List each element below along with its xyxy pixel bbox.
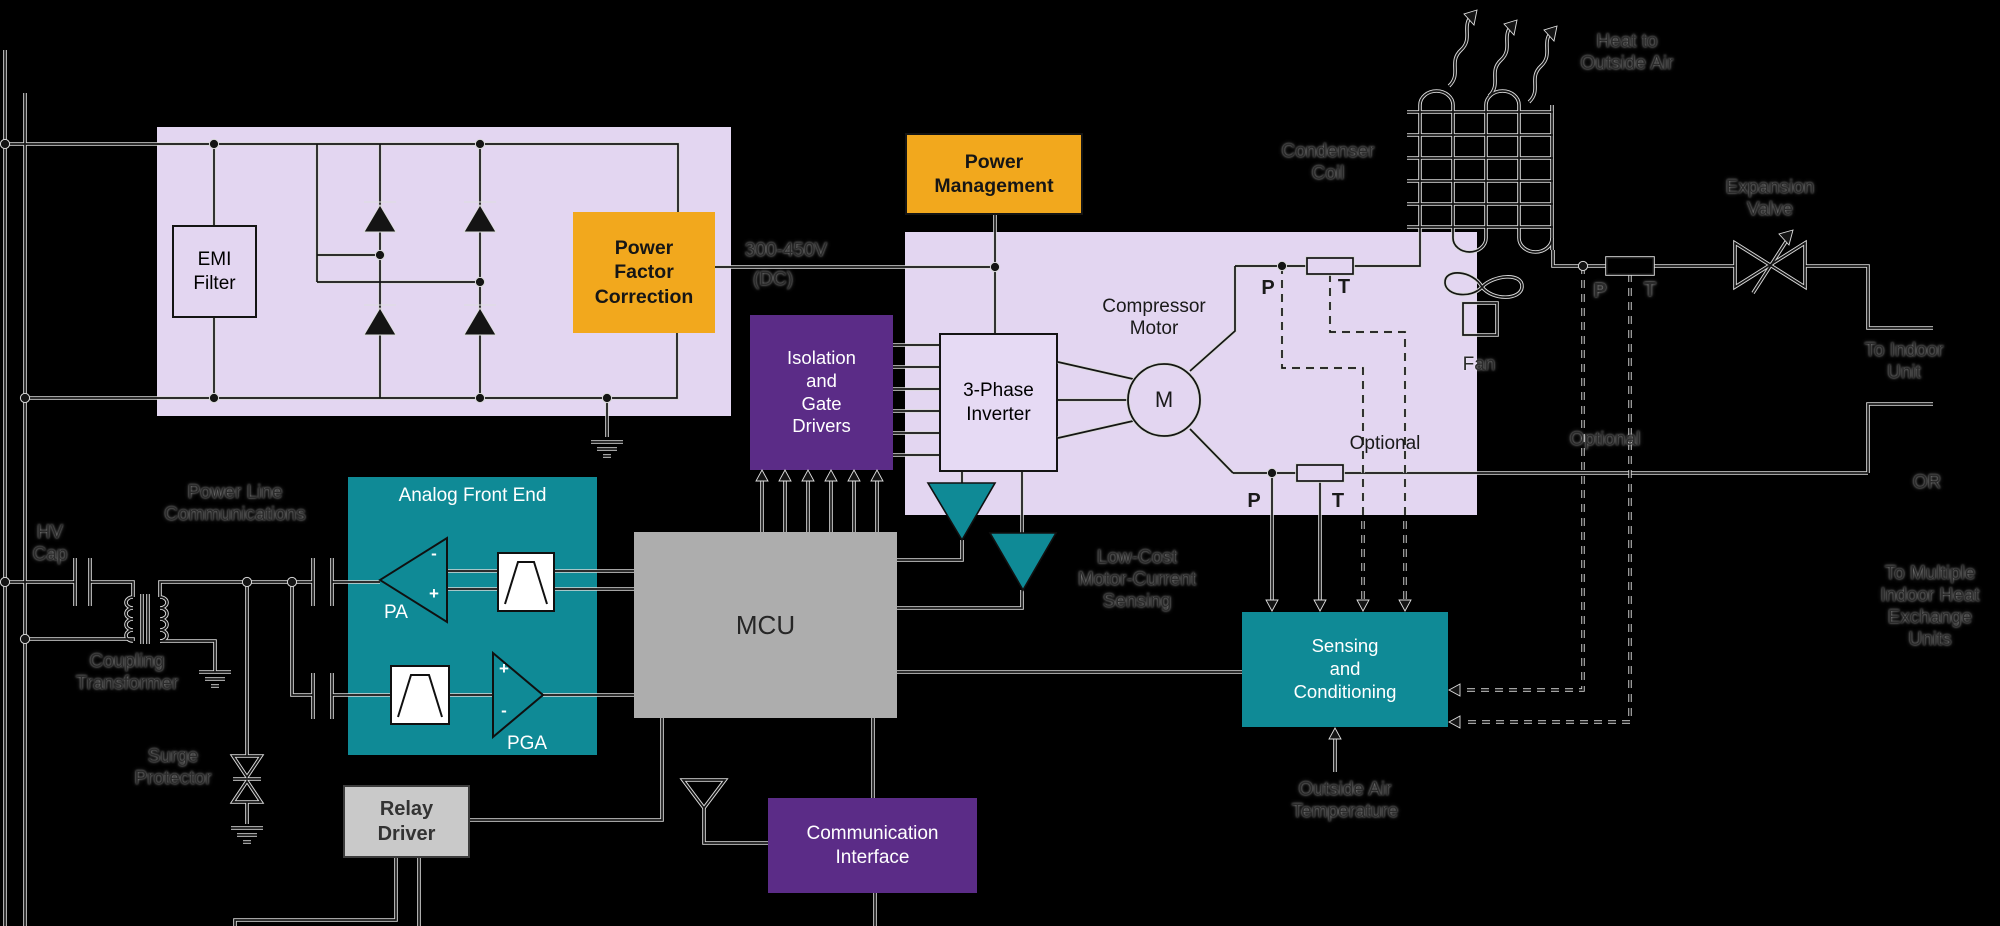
emi-filter-block: EMI Filter [172, 225, 257, 318]
afe-filter1-box [497, 552, 555, 612]
or-label: OR [1912, 472, 1942, 493]
sensor-t-label: T [1331, 490, 1345, 512]
sensor-p-label: P [1593, 280, 1607, 302]
power-management-block: Power Management [905, 133, 1083, 215]
fan-label: Fan [1462, 354, 1496, 375]
three-phase-inverter-block: 3-Phase Inverter [939, 333, 1058, 472]
expansion-valve-label: Expansion Valve [1725, 177, 1815, 220]
sensor-t-label: T [1337, 276, 1351, 298]
to-indoor-unit-label: To Indoor Unit [1864, 340, 1944, 383]
pga-label: PGA [506, 733, 548, 754]
sensor-t-label: T [1643, 279, 1657, 301]
afe-title: Analog Front End [398, 485, 547, 506]
emi-filter-label: EMI [197, 248, 232, 270]
dc-bus-label: 300-450V [744, 240, 828, 261]
low-cost-sensing-label: Low-Cost Motor-Current Sensing [1077, 547, 1197, 612]
isolation-gate-drivers-block: Isolation and Gate Drivers [750, 315, 893, 470]
optional-label-right: Optional [1569, 429, 1641, 450]
pa-minus-sign: - [431, 544, 437, 563]
mcu-block: MCU [634, 532, 897, 718]
pa-plus-sign: + [429, 584, 439, 603]
pga-plus-sign: + [499, 659, 509, 678]
communication-interface-block: Communication Interface [768, 798, 977, 893]
condenser-coil-label: Condenser Coil [1281, 141, 1375, 184]
sensor-p-label: P [1247, 490, 1261, 512]
sensing-conditioning-block: Sensing and Conditioning [1242, 612, 1448, 727]
hv-cap-label: HV Cap [32, 522, 68, 565]
sensor-p-label: P [1261, 277, 1275, 299]
surge-protector-label: Surge Protector [134, 746, 212, 789]
plc-label: Power Line Communications [164, 482, 306, 525]
pga-minus-sign: - [501, 701, 507, 720]
pa-label: PA [384, 602, 408, 623]
outside-air-temp-label: Outside Air Temperature [1291, 779, 1399, 822]
afe-filter2-box [390, 665, 450, 725]
relay-driver-block: Relay Driver [343, 785, 470, 858]
to-multiple-units-label: To Multiple Indoor Heat Exchange Units [1880, 563, 1980, 650]
coupling-transformer-label: Coupling Transformer [75, 651, 179, 694]
optional-label-left: Optional [1349, 433, 1421, 454]
pfc-block: Power Factor Correction [573, 212, 715, 333]
heat-outside-label: Heat to Outside Air [1580, 31, 1674, 74]
motor-m-label: M [1154, 387, 1174, 412]
compressor-motor-label: Compressor Motor [1102, 296, 1206, 339]
dc-bus-label2: (DC) [752, 269, 794, 290]
